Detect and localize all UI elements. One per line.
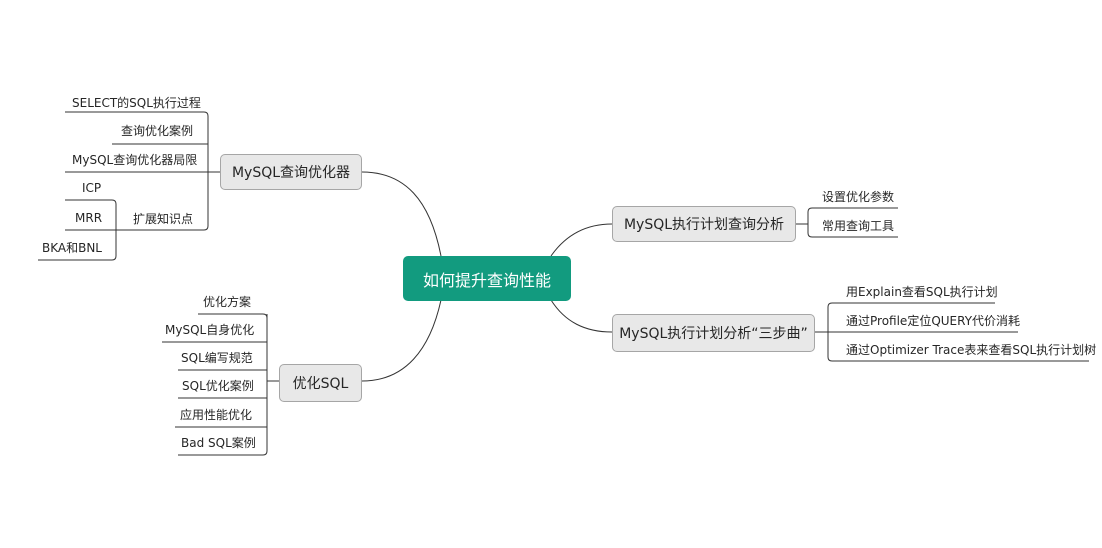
leaf-optimizer-case[interactable]: 查询优化案例	[121, 124, 194, 138]
leaf-query-tools[interactable]: 常用查询工具	[822, 219, 895, 233]
branch-plan-steps-label: MySQL执行计划分析“三步曲”	[619, 326, 808, 342]
branch-optimize-sql[interactable]: 优化SQL	[279, 364, 362, 402]
leaf-app-performance[interactable]: 应用性能优化	[180, 408, 253, 422]
leaf-extend-knowledge[interactable]: 扩展知识点	[133, 212, 194, 226]
link-optimizer-extend	[112, 172, 209, 231]
link-extend-icp	[65, 199, 117, 230]
link-root-optimize-sql	[361, 299, 442, 382]
leaf-explain[interactable]: 用Explain查看SQL执行计划	[846, 285, 998, 299]
link-root-optimizer	[361, 171, 442, 257]
link-extend-bka	[38, 230, 117, 261]
link-root-plan-steps	[550, 299, 613, 333]
leaf-set-params[interactable]: 设置优化参数	[822, 190, 895, 204]
leaf-icp[interactable]: ICP	[82, 181, 102, 195]
leaf-mrr[interactable]: MRR	[75, 211, 103, 225]
leaf-sql-case[interactable]: SQL优化案例	[182, 379, 254, 393]
leaf-mysql-self[interactable]: MySQL自身优化	[165, 323, 255, 337]
branch-plan-steps[interactable]: MySQL执行计划分析“三步曲”	[612, 314, 815, 352]
leaf-bka-bnl[interactable]: BKA和BNL	[42, 241, 102, 255]
root-label: 如何提升查询性能	[422, 270, 551, 290]
link-optimizer-select	[65, 111, 209, 172]
link-root-plan-query	[550, 223, 613, 257]
branch-mysql-optimizer[interactable]: MySQL查询优化器	[220, 154, 362, 190]
leaf-optimize-scheme[interactable]: 优化方案	[203, 295, 252, 309]
branch-plan-query[interactable]: MySQL执行计划查询分析	[612, 206, 796, 242]
leaf-bad-sql[interactable]: Bad SQL案例	[181, 436, 256, 450]
branch-mysql-optimizer-label: MySQL查询优化器	[231, 165, 351, 181]
link-sql-spine	[178, 314, 268, 456]
branch-optimize-sql-label: 优化SQL	[292, 376, 349, 392]
leaf-profile[interactable]: 通过Profile定位QUERY代价消耗	[846, 314, 1021, 328]
leaf-optimizer-limits[interactable]: MySQL查询优化器局限	[72, 153, 198, 167]
branch-plan-query-label: MySQL执行计划查询分析	[623, 217, 785, 233]
leaf-sql-rules[interactable]: SQL编写规范	[181, 351, 253, 365]
leaf-select-process[interactable]: SELECT的SQL执行过程	[72, 96, 201, 110]
leaf-optimizer-trace[interactable]: 通过Optimizer Trace表来查看SQL执行计划树	[846, 343, 1097, 357]
root-node[interactable]: 如何提升查询性能	[403, 256, 571, 301]
